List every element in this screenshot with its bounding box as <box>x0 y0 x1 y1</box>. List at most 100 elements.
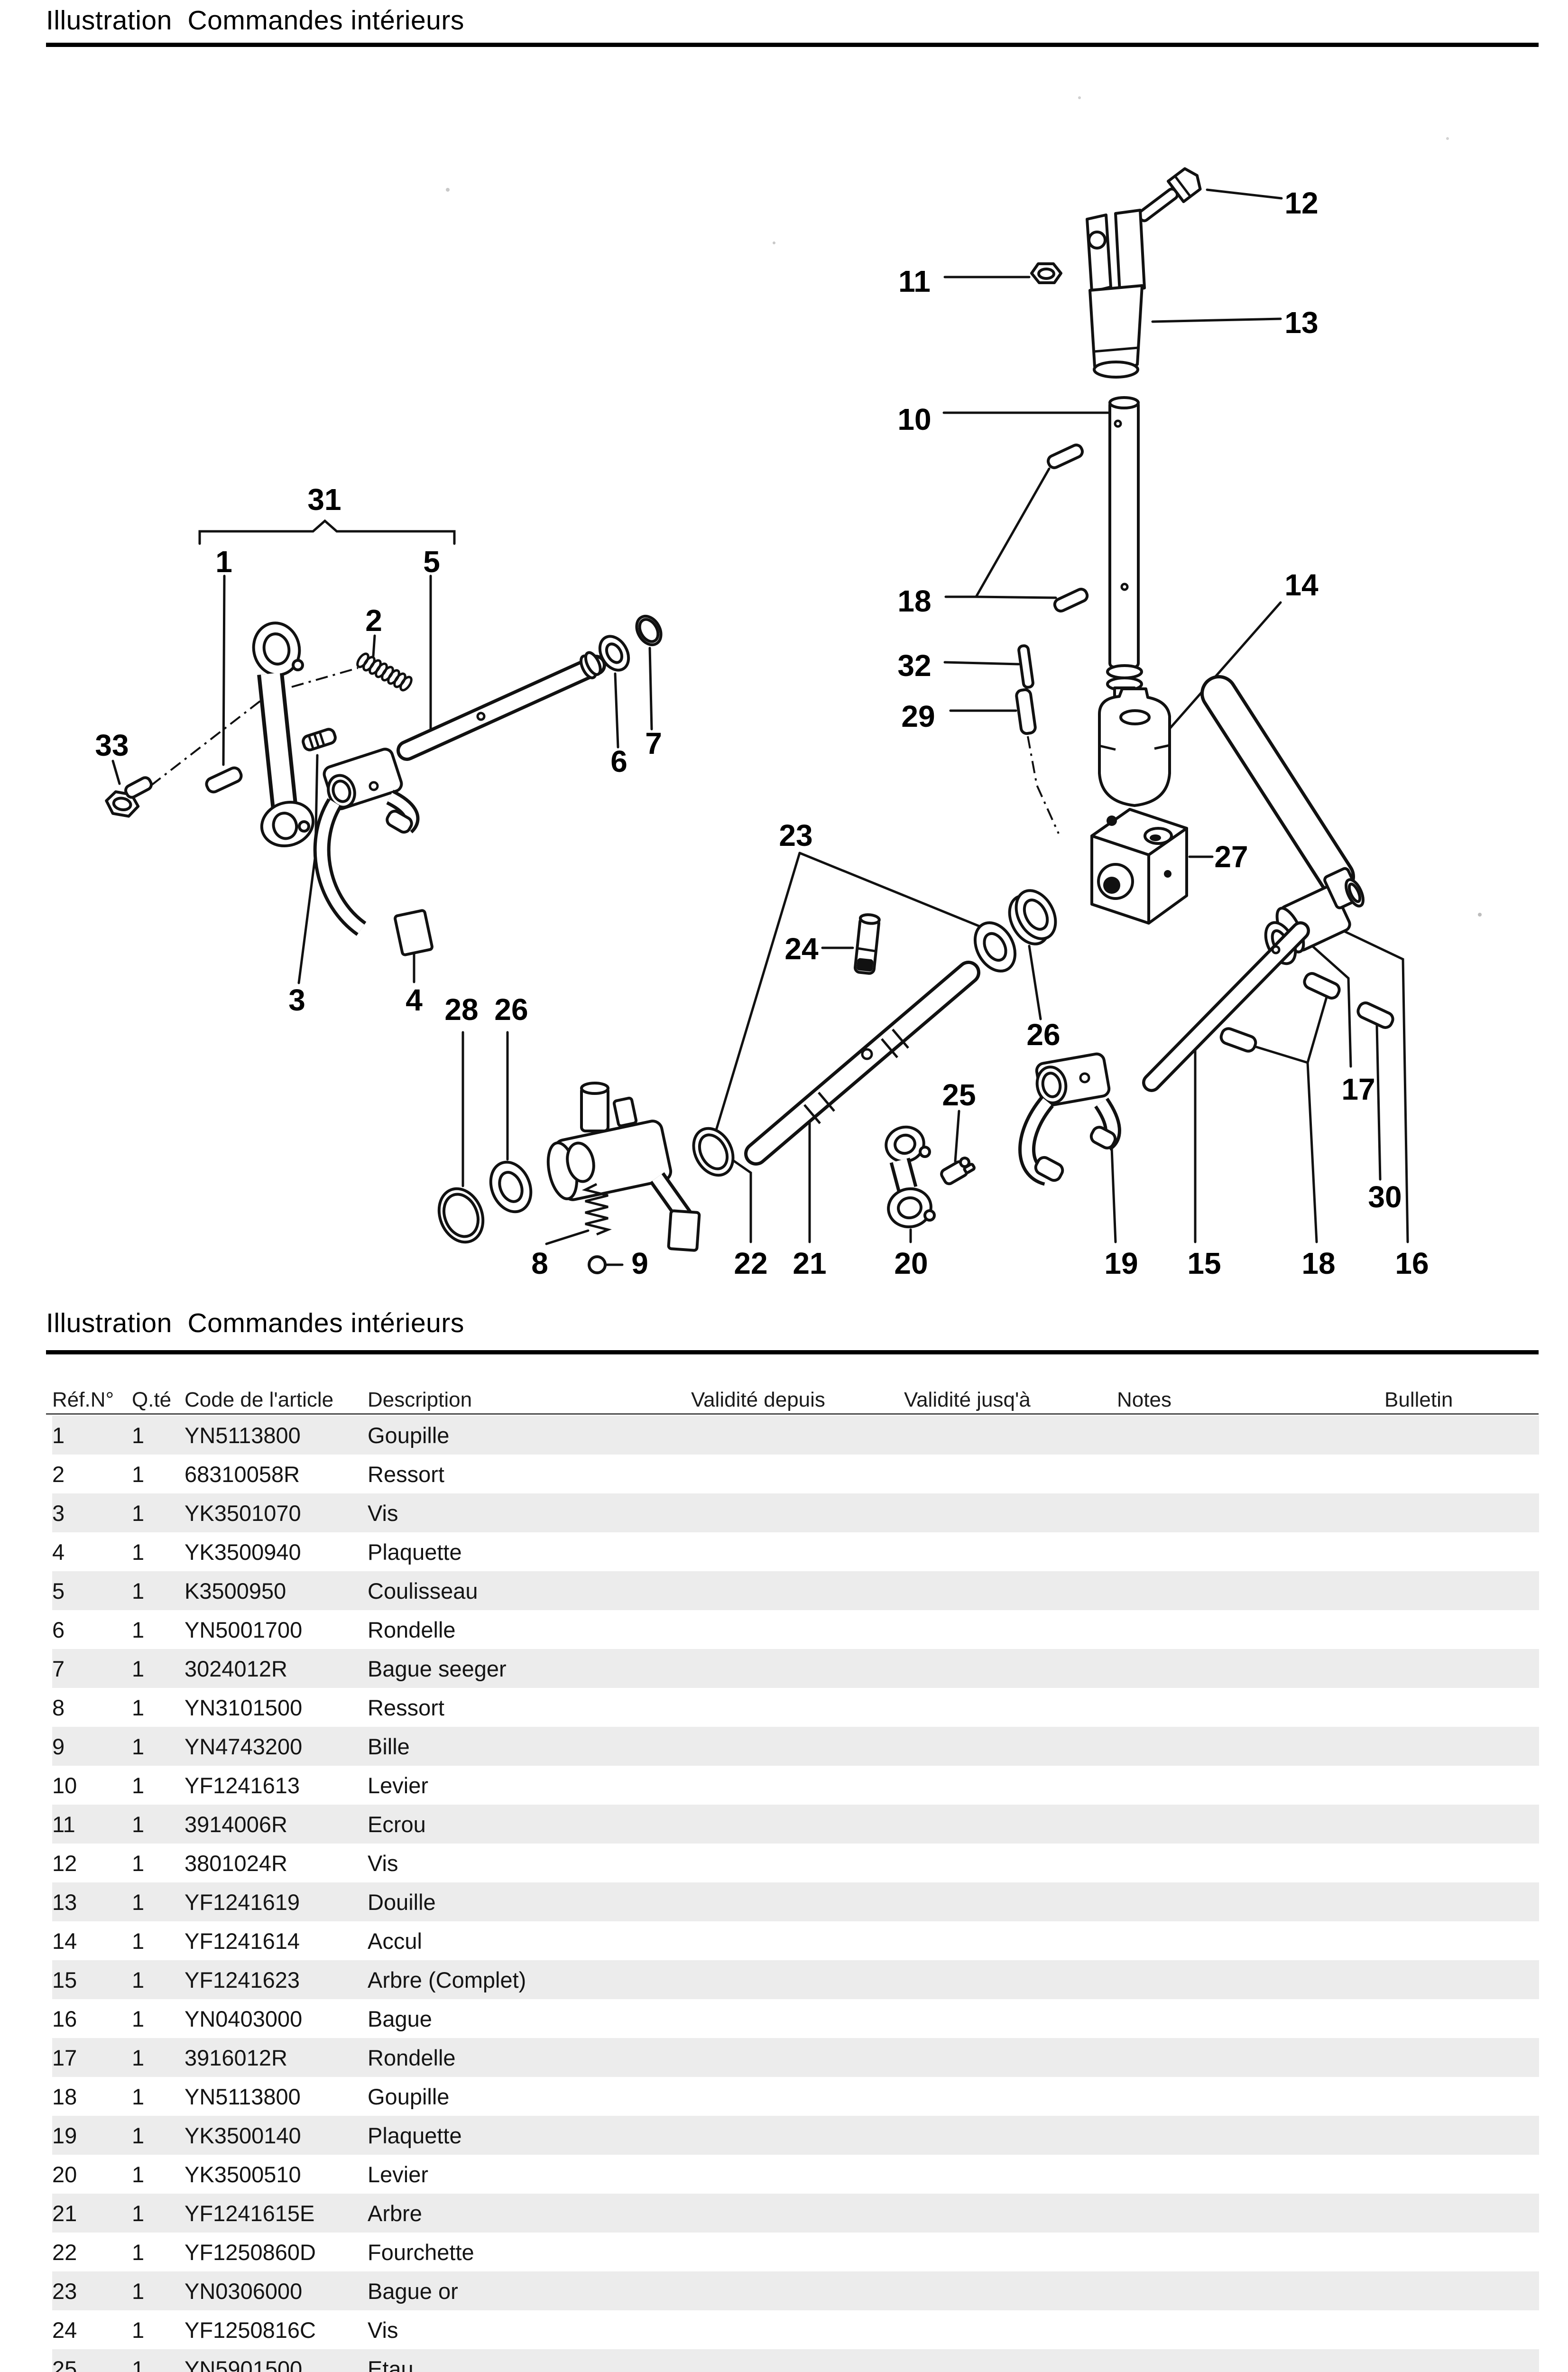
pin-1 <box>205 766 243 794</box>
exploded-parts-diagram: 1211131031152141832293367232427342628262… <box>95 96 1482 1280</box>
desc-cell: Rondelle <box>368 1617 456 1642</box>
desc-cell: Coulisseau <box>368 1578 478 1603</box>
desc-cell: Fourchette <box>368 2239 474 2265</box>
callout-15: 15 <box>1187 1246 1221 1280</box>
callout-2: 2 <box>365 603 382 638</box>
support-block-27 <box>1090 808 1188 925</box>
callout-31: 31 <box>307 482 341 517</box>
desc-cell: Goupille <box>368 1422 450 1448</box>
desc-cell: Bague <box>368 2006 432 2031</box>
code-cell: YF1241623 <box>184 1967 300 1992</box>
qty-cell: 1 <box>132 1500 145 1526</box>
ring-on-stub <box>1345 878 1365 908</box>
ref-cell: 22 <box>52 2239 77 2265</box>
code-cell: YN5113800 <box>184 1422 301 1448</box>
header-rule <box>46 1413 1539 1415</box>
pin-18-lower <box>1053 587 1089 613</box>
code-cell: 3914006R <box>184 1811 287 1837</box>
ref-cell: 8 <box>52 1695 65 1720</box>
column-header-6: Validité jusq'à <box>904 1388 1031 1411</box>
code-cell: YF1241615E <box>184 2200 315 2226</box>
pin-18-bottom-left <box>1219 1027 1257 1053</box>
qty-cell: 1 <box>132 2239 145 2265</box>
ref-cell: 6 <box>52 1617 65 1642</box>
fork-19 <box>1018 1052 1121 1186</box>
section-title: Illustration Commandes intérieurs <box>46 1308 464 1338</box>
fork-4 <box>313 748 434 956</box>
seeger-ring-28 <box>437 1187 485 1244</box>
qty-cell: 1 <box>132 1578 145 1603</box>
nut-33 <box>105 790 140 818</box>
pin-18-bottom-right <box>1303 972 1341 1000</box>
column-header-4: Description <box>368 1388 472 1411</box>
qty-cell: 1 <box>132 1656 145 1681</box>
code-cell: YN5901500 <box>184 2356 303 2372</box>
ring-23-left <box>692 1127 735 1177</box>
callout-12: 12 <box>1284 186 1318 220</box>
code-cell: K3500950 <box>184 1578 286 1603</box>
desc-cell: Vis <box>368 2317 398 2343</box>
spring-2 <box>356 652 413 692</box>
column-header-1: Réf.N° <box>52 1388 114 1411</box>
pin-18-upper <box>1047 444 1084 469</box>
callout-20: 20 <box>894 1246 928 1280</box>
ref-cell: 17 <box>52 2045 77 2070</box>
code-cell: YF1241619 <box>184 1889 300 1915</box>
table-row: 4 1 YK3500940 Plaquette <box>52 1532 1539 1571</box>
lever-rod-10 <box>1106 396 1143 717</box>
shaft-15 <box>1142 921 1310 1092</box>
code-cell: YF1250816C <box>184 2317 316 2343</box>
desc-cell: Plaquette <box>368 1539 462 1565</box>
callout-11: 11 <box>898 264 931 298</box>
callout-8: 8 <box>531 1246 548 1280</box>
nut-11 <box>1030 262 1062 284</box>
washer-6 <box>598 635 630 672</box>
callout-28: 28 <box>444 992 478 1027</box>
qty-cell: 1 <box>132 1617 145 1642</box>
connecting-link-31 <box>252 621 315 848</box>
callout-19: 19 <box>1104 1246 1138 1280</box>
callout-24: 24 <box>784 932 819 966</box>
desc-cell: Bague seeger <box>368 1656 507 1681</box>
ball-9 <box>588 1255 607 1274</box>
leader-lines <box>111 188 1409 1266</box>
desc-cell: Plaquette <box>368 2122 462 2148</box>
ref-cell: 13 <box>52 1889 77 1915</box>
link-20 <box>885 1125 936 1229</box>
callout-10: 10 <box>897 402 931 436</box>
clevis-knob-13 <box>1086 209 1146 379</box>
code-cell: YN0403000 <box>184 2006 303 2031</box>
pin-32 <box>1017 644 1034 689</box>
callout-21: 21 <box>793 1246 826 1280</box>
ref-cell: 4 <box>52 1539 65 1565</box>
code-cell: YN3101500 <box>184 1695 303 1720</box>
qty-cell: 1 <box>132 1889 145 1915</box>
callout-5: 5 <box>423 545 440 579</box>
qty-cell: 1 <box>132 1539 145 1565</box>
code-cell: YK3500940 <box>184 1539 301 1565</box>
callout-23: 23 <box>779 818 812 852</box>
qty-cell: 1 <box>132 1461 145 1487</box>
ref-cell: 21 <box>52 2200 77 2226</box>
ref-cell: 12 <box>52 1850 77 1876</box>
callout-26: 26 <box>1026 1018 1060 1052</box>
callout-27: 27 <box>1214 840 1248 874</box>
spring-8 <box>581 1183 612 1236</box>
page-title: Illustration Commandes intérieurs <box>46 5 464 36</box>
qty-cell: 1 <box>132 2356 145 2372</box>
qty-cell: 1 <box>132 1772 145 1798</box>
code-cell: 3801024R <box>184 1850 287 1876</box>
code-cell: YN5001700 <box>184 1617 303 1642</box>
